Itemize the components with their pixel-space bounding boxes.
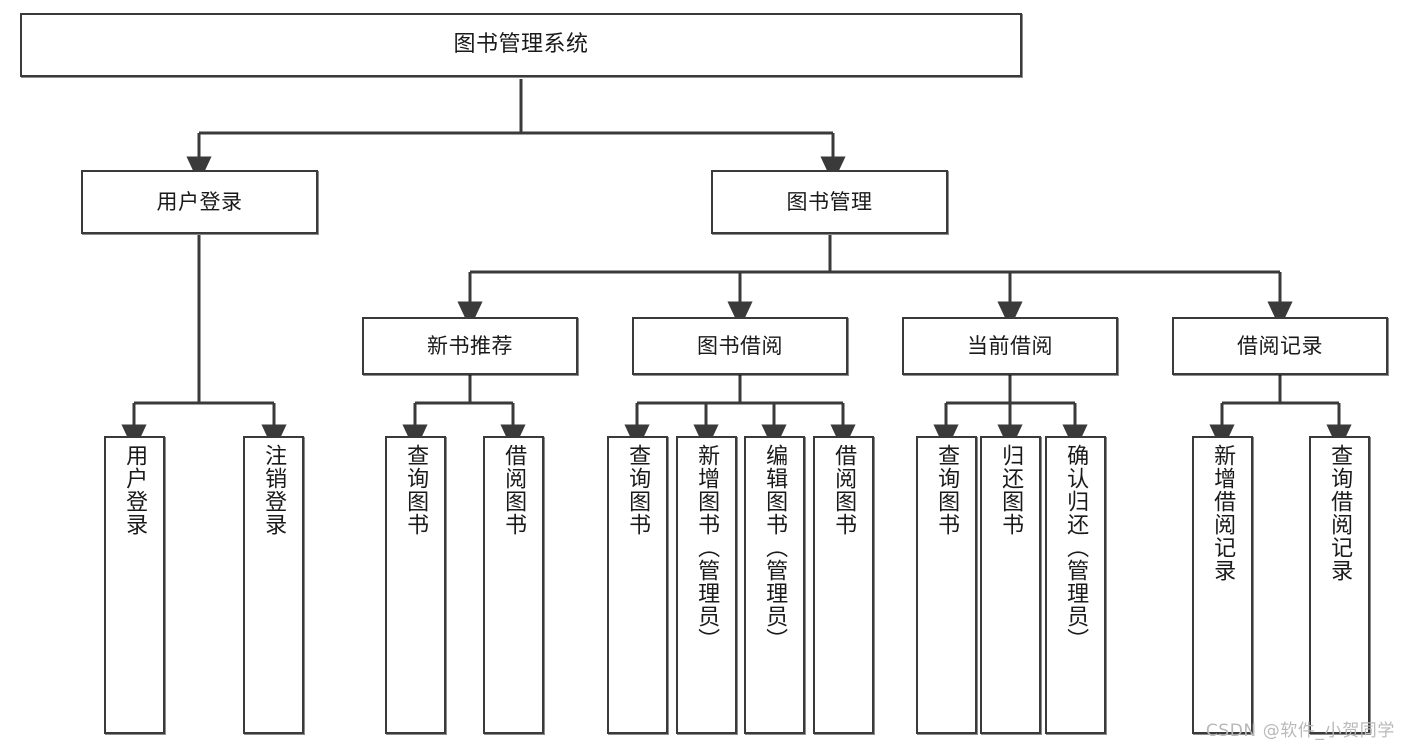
csdn-watermark: CSDN @软件_小贺同学 [1205,721,1395,741]
node-leaf-user-login[interactable]: 用户登录 [104,436,165,734]
node-current-borrow[interactable]: 当前借阅 [902,317,1118,375]
node-leaf-query-record[interactable]: 查询借阅记录 [1309,436,1370,734]
node-leaf-edit-book[interactable]: 编辑图书（管理员） [744,436,805,734]
node-root[interactable]: 图书管理系统 [20,13,1022,77]
node-leaf-confirm-return[interactable]: 确认归还（管理员） [1045,436,1106,734]
node-leaf-query-book-1[interactable]: 查询图书 [385,436,446,734]
node-current-borrow-label: 当前借阅 [967,333,1053,358]
node-user-login[interactable]: 用户登录 [81,170,318,234]
node-leaf-confirm-return-label: 确认归还（管理员） [1063,444,1089,651]
node-book-manage[interactable]: 图书管理 [711,170,948,234]
node-leaf-borrow-book-1[interactable]: 借阅图书 [483,436,544,734]
node-leaf-add-record[interactable]: 新增借阅记录 [1192,436,1253,734]
node-book-borrow[interactable]: 图书借阅 [632,317,848,375]
node-leaf-borrow-book-2-label: 借阅图书 [831,444,857,536]
node-leaf-add-book[interactable]: 新增图书（管理员） [676,436,737,734]
node-leaf-logout[interactable]: 注销登录 [243,436,304,734]
node-book-manage-label: 图书管理 [786,189,873,214]
node-leaf-user-login-label: 用户登录 [122,444,148,536]
node-leaf-query-book-3-label: 查询图书 [934,444,960,536]
node-leaf-return-book-label: 归还图书 [998,444,1024,536]
node-new-book-recommend-label: 新书推荐 [427,333,513,358]
node-borrow-record-label: 借阅记录 [1237,333,1323,358]
node-leaf-add-book-label: 新增图书（管理员） [694,444,720,651]
node-leaf-add-record-label: 新增借阅记录 [1210,444,1236,582]
node-new-book-recommend[interactable]: 新书推荐 [362,317,578,375]
node-leaf-borrow-book-2[interactable]: 借阅图书 [813,436,874,734]
node-leaf-query-book-2[interactable]: 查询图书 [607,436,668,734]
node-leaf-edit-book-label: 编辑图书（管理员） [762,444,788,651]
node-root-label: 图书管理系统 [453,32,589,58]
node-leaf-logout-label: 注销登录 [261,444,287,536]
node-borrow-record[interactable]: 借阅记录 [1172,317,1388,375]
node-leaf-query-book-2-label: 查询图书 [625,444,651,536]
node-leaf-query-book-1-label: 查询图书 [403,444,429,536]
node-leaf-return-book[interactable]: 归还图书 [980,436,1041,734]
node-leaf-query-book-3[interactable]: 查询图书 [916,436,977,734]
node-leaf-query-record-label: 查询借阅记录 [1327,444,1353,582]
node-leaf-borrow-book-1-label: 借阅图书 [501,444,527,536]
node-user-login-label: 用户登录 [156,189,243,214]
node-book-borrow-label: 图书借阅 [697,333,783,358]
